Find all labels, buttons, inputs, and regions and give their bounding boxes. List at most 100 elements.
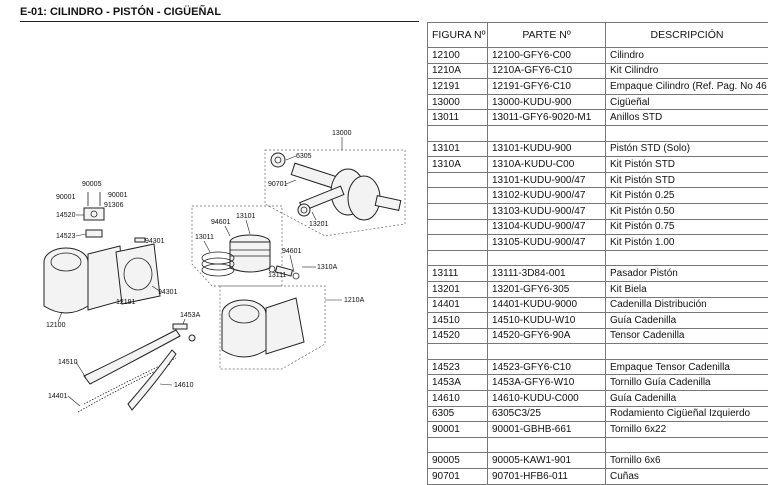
cell-parte: 14401-KUDU-9000 <box>488 297 606 313</box>
cell-figura <box>428 219 488 235</box>
cell-descripcion: Tornillo 6x22 <box>606 422 768 438</box>
cell-figura <box>428 250 488 266</box>
table-row <box>428 125 768 141</box>
cell-figura <box>428 172 488 188</box>
chain-tensioner <box>84 192 104 237</box>
cell-descripcion: Kit Pistón 0.75 <box>606 219 768 235</box>
cell-parte: 1453A-GFY6-W10 <box>488 375 606 391</box>
cell-figura <box>428 344 488 360</box>
cell-parte: 13201-GFY6-305 <box>488 281 606 297</box>
cell-descripcion: Kit Pistón 0.25 <box>606 188 768 204</box>
callout-6305: 6305 <box>296 153 312 160</box>
table-row <box>428 250 768 266</box>
cell-parte: 13011-GFY6-9020-M1 <box>488 110 606 126</box>
cell-parte: 14520-GFY6-90A <box>488 328 606 344</box>
callout-90005: 90005 <box>82 181 102 188</box>
cell-figura: 14520 <box>428 328 488 344</box>
dowel-pin <box>135 238 145 242</box>
cell-figura: 12191 <box>428 79 488 95</box>
cell-figura: 13000 <box>428 94 488 110</box>
cell-parte: 1210A-GFY6-C10 <box>488 63 606 79</box>
cell-figura <box>428 235 488 251</box>
page-title: E-01: CILINDRO - PISTÓN - CIGÜEÑAL <box>20 6 221 18</box>
exploded-parts-diagram: 13000 6305 90701 13201 94601 13101 13011… <box>20 24 420 457</box>
cell-descripcion: Kit Pistón STD <box>606 157 768 173</box>
crankshaft <box>271 153 401 220</box>
cell-descripcion: Anillos STD <box>606 110 768 126</box>
cell-descripcion: Kit Biela <box>606 281 768 297</box>
cell-figura: 1453A <box>428 375 488 391</box>
cell-parte: 13103-KUDU-900/47 <box>488 203 606 219</box>
cell-descripcion: Pasador Pistón <box>606 266 768 282</box>
title-underline <box>20 21 419 22</box>
table-header-row: FIGURA Nº PARTE Nº DESCRIPCIÓN <box>428 23 768 48</box>
cell-descripcion <box>606 437 768 453</box>
cell-descripcion: Tensor Cadenilla <box>606 328 768 344</box>
cell-parte: 1310A-KUDU-C00 <box>488 157 606 173</box>
callout-94301-b: 94301 <box>158 289 178 296</box>
cylinder <box>44 246 124 313</box>
cell-descripcion: Cuñas <box>606 469 768 485</box>
callout-91306: 91306 <box>104 202 124 209</box>
cell-figura: 12100 <box>428 48 488 64</box>
cell-parte: 13101-KUDU-900 <box>488 141 606 157</box>
cell-descripcion: Guía Cadenilla <box>606 391 768 407</box>
cell-figura: 13111 <box>428 266 488 282</box>
cell-figura: 1210A <box>428 63 488 79</box>
cell-parte: 13111-3D84-001 <box>488 266 606 282</box>
callout-1453A: 1453A <box>180 312 201 319</box>
cell-descripcion: Kit Pistón 1.00 <box>606 235 768 251</box>
callout-14401: 14401 <box>48 393 68 400</box>
callout-12191: 12191 <box>116 299 136 306</box>
callout-94301-a: 94301 <box>145 238 165 245</box>
cell-figura: 90701 <box>428 469 488 485</box>
callout-14510: 14510 <box>58 359 78 366</box>
callout-90001-a: 90001 <box>56 194 76 201</box>
cell-figura: 13011 <box>428 110 488 126</box>
cell-descripcion <box>606 125 768 141</box>
cell-descripcion: Pistón STD (Solo) <box>606 141 768 157</box>
cell-figura <box>428 203 488 219</box>
callout-1310A: 1310A <box>317 264 338 271</box>
cell-parte: 13102-KUDU-900/47 <box>488 188 606 204</box>
cell-parte <box>488 437 606 453</box>
cell-parte: 90005-KAW1-901 <box>488 453 606 469</box>
cell-figura: 14523 <box>428 359 488 375</box>
callout-90001-b: 90001 <box>108 192 128 199</box>
callout-13101: 13101 <box>236 213 256 220</box>
cell-descripcion: Kit Pistón 0.50 <box>606 203 768 219</box>
callout-94601-b: 94601 <box>282 248 302 255</box>
table-row <box>428 344 768 360</box>
cell-parte <box>488 125 606 141</box>
cell-figura <box>428 437 488 453</box>
header-descripcion: DESCRIPCIÓN <box>606 23 768 48</box>
cell-descripcion: Kit Cilindro <box>606 63 768 79</box>
cell-descripcion: Tornillo Guía Cadenilla <box>606 375 768 391</box>
cell-figura <box>428 125 488 141</box>
callout-13111: 13111 <box>268 272 287 279</box>
callout-12100: 12100 <box>46 322 66 329</box>
cell-descripcion: Empaque Cilindro (Ref. Pag. No 46 <box>606 79 768 95</box>
cell-figura: 90005 <box>428 453 488 469</box>
cell-descripcion: Guía Cadenilla <box>606 313 768 329</box>
